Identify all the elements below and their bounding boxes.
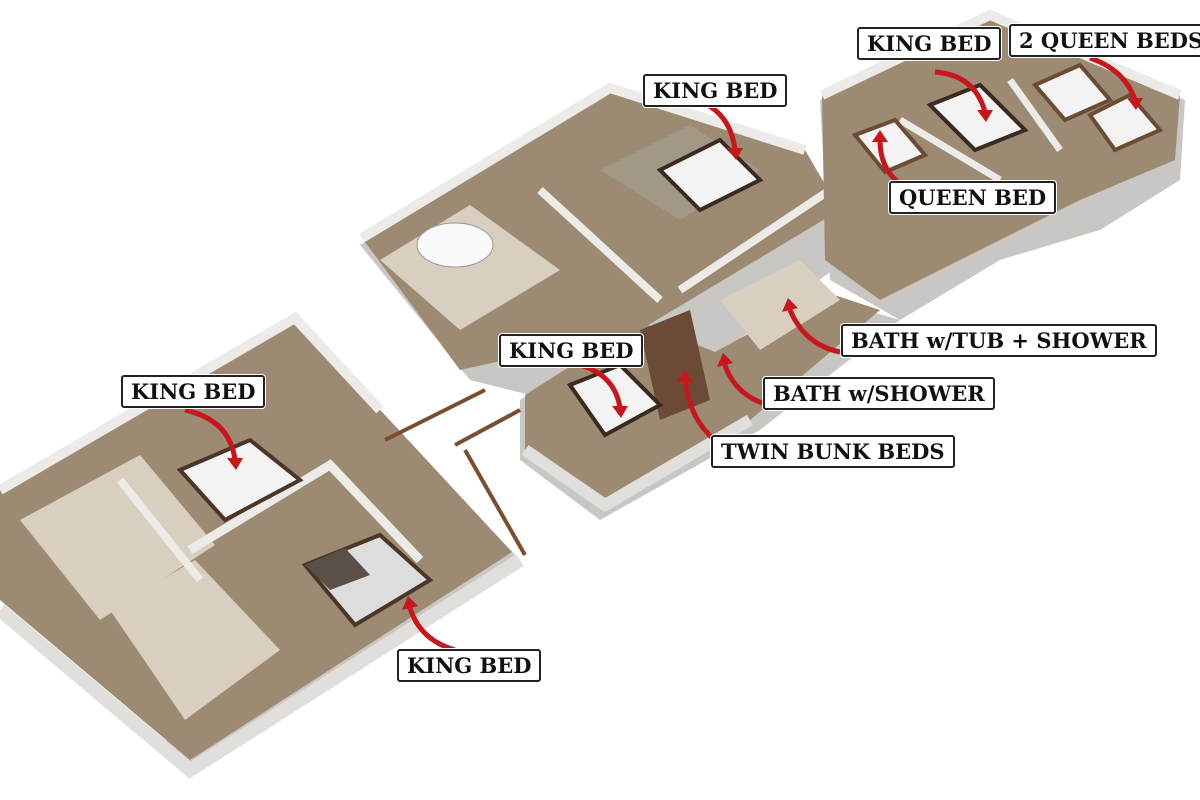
label-two-queen-beds: 2 QUEEN BEDS <box>1009 24 1200 57</box>
label-bath-tub-shower: BATH w/TUB + SHOWER <box>841 324 1157 357</box>
label-king-bed-lower: KING BED <box>397 649 542 682</box>
arrow-icon <box>722 364 769 408</box>
label-bath-shower: BATH w/SHOWER <box>763 377 995 410</box>
arrow-icon <box>407 607 456 653</box>
label-queen-bed: QUEEN BED <box>889 181 1057 214</box>
arrow-icon <box>787 308 841 355</box>
arrow-icon <box>1089 55 1138 101</box>
beds <box>176 62 1164 628</box>
arrow-heads <box>227 98 1143 610</box>
label-twin-bunk-beds: TWIN BUNK BEDS <box>711 435 955 468</box>
label-king-bed-middle: KING BED <box>499 334 644 367</box>
arrow-icon <box>579 362 623 409</box>
label-king-bed-left: KING BED <box>121 375 266 408</box>
arrow-icon <box>934 69 988 113</box>
arrows <box>184 55 1138 653</box>
railings <box>384 388 527 556</box>
right-wing <box>819 9 1185 320</box>
arrow-icon <box>682 379 717 442</box>
label-king-bed-master: KING BED <box>643 74 788 107</box>
label-king-bed-upper-right: KING BED <box>857 27 1002 60</box>
arrow-icon <box>184 407 238 461</box>
